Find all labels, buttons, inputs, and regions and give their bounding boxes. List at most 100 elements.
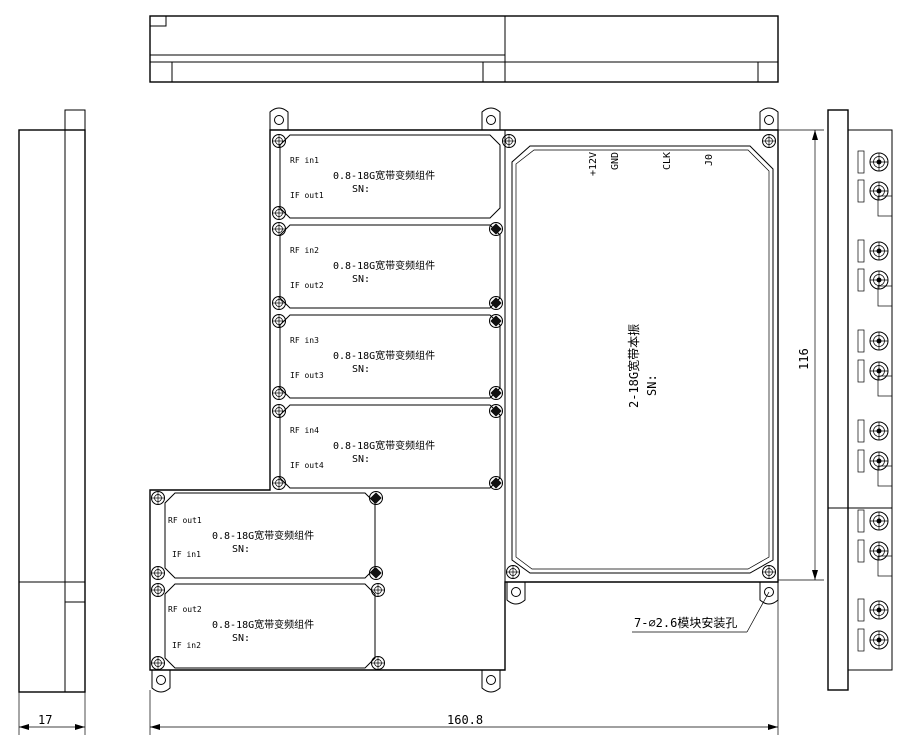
if-label: IF out2 [290,281,324,290]
module-title: 0.8-18G宽带变频组件 [333,259,435,272]
lo-module-title: 2-18G宽带本振 [626,324,641,408]
dimension-height: 116 [778,129,824,581]
screw-icon [506,565,520,579]
pin-label-gnd: GND [610,152,621,170]
module-sn: SN: [352,364,370,375]
dimension-width: 160.8 [149,600,779,735]
left-side-view [18,109,86,693]
connector-screw-icon [489,222,503,236]
screw-icon [502,134,516,148]
side-bracket [877,285,893,307]
module-sn: SN: [352,454,370,465]
side-bracket [877,375,893,397]
mounting-ear-top-left [269,107,289,130]
pin-label-12v: +12V [588,152,599,176]
sma-connector-icon [857,268,889,292]
connector-screw-icon [489,404,503,418]
sma-connector-icon [857,239,889,263]
module-sn: SN: [232,544,250,555]
if-label: IF in2 [172,641,201,650]
screw-icon [762,134,776,148]
screw-icon [272,206,286,220]
connector-screw-icon [489,314,503,328]
mounting-ear-right-corner [759,582,779,605]
connector-screw-group [369,222,503,580]
sma-connector-icon [857,628,889,652]
right-side-view [827,109,893,691]
connector-screw-icon [489,296,503,310]
screw-icon [272,314,286,328]
rf-label: RF out2 [168,605,202,614]
screw-icon [371,656,385,670]
sma-connector-icon [857,509,889,533]
lower-module-1: RF out1 IF in1 0.8-18G宽带变频组件 SN: [164,492,376,579]
screw-icon [272,222,286,236]
screw-icon [272,476,286,490]
sma-connector-icon [857,449,889,473]
sma-connector-icon [857,419,889,443]
dimension-height-label: 116 [797,348,811,370]
screw-icon [151,491,165,505]
module-title: 0.8-18G宽带变频组件 [212,618,314,631]
upper-module-3: RF in3 IF out3 0.8-18G宽带变频组件 SN: [279,314,501,399]
if-label: IF out1 [290,191,324,200]
if-label: IF out3 [290,371,324,380]
sma-connector-icon [857,539,889,563]
upper-module-4: RF in4 IF out4 0.8-18G宽带变频组件 SN: [279,404,501,489]
dimension-thickness-label: 17 [38,713,52,727]
pin-label-j0: J0 [704,154,715,166]
rf-label: RF out1 [168,516,202,525]
plan-view: RF in1 IF out1 0.8-18G宽带变频组件 SN: RF in2 … [149,107,779,693]
module-sn: SN: [352,184,370,195]
module-title: 0.8-18G宽带变频组件 [212,529,314,542]
dimension-width-label: 160.8 [447,713,483,727]
screw-icon [762,565,776,579]
screw-icon [272,134,286,148]
rf-label: RF in4 [290,426,319,435]
screw-icon [272,386,286,400]
sma-connector-icon [857,179,889,203]
sma-connector-icon [857,329,889,353]
pin-label-clk: CLK [662,152,673,170]
side-bracket [877,555,893,577]
sma-connector-icon [857,359,889,383]
screw-icon [151,656,165,670]
side-bracket [877,195,893,217]
screw-icon [371,583,385,597]
if-label: IF out4 [290,461,324,470]
upper-module-1: RF in1 IF out1 0.8-18G宽带变频组件 SN: [279,134,501,219]
connector-screw-icon [489,476,503,490]
connector-screw-icon [369,566,383,580]
connector-screw-icon [369,491,383,505]
mounting-hole-callout: 7-⌀2.6模块安装孔 [632,591,770,633]
sma-connector-icon [857,598,889,622]
module-title: 0.8-18G宽带变频组件 [333,169,435,182]
mounting-ear-top-center [481,107,501,130]
screw-icon [151,566,165,580]
sma-connector-icon [857,150,889,174]
if-label: IF in1 [172,550,201,559]
mounting-ear-bottom-mid [481,670,501,693]
screw-icon [272,404,286,418]
lo-module-sn: SN: [645,374,659,396]
module-title: 0.8-18G宽带变频组件 [333,349,435,362]
mounting-ear-bottom-left [151,670,171,693]
mounting-ear-top-right [759,107,779,130]
side-bracket [877,465,893,487]
screw-group [151,134,776,670]
screw-icon [151,583,165,597]
mounting-ear-right-low [506,582,526,605]
screw-icon [272,296,286,310]
dimension-thickness: 17 [18,692,86,735]
upper-module-2: RF in2 IF out2 0.8-18G宽带变频组件 SN: [279,224,501,309]
rf-label: RF in2 [290,246,319,255]
connector-screw-icon [489,386,503,400]
module-sn: SN: [232,633,250,644]
lo-module: +12V GND CLK J0 2-18G宽带本振 SN: [511,145,774,574]
module-sn: SN: [352,274,370,285]
mounting-hole-label: 7-⌀2.6模块安装孔 [634,615,737,630]
rf-label: RF in1 [290,156,319,165]
top-elevation-view [149,15,779,83]
